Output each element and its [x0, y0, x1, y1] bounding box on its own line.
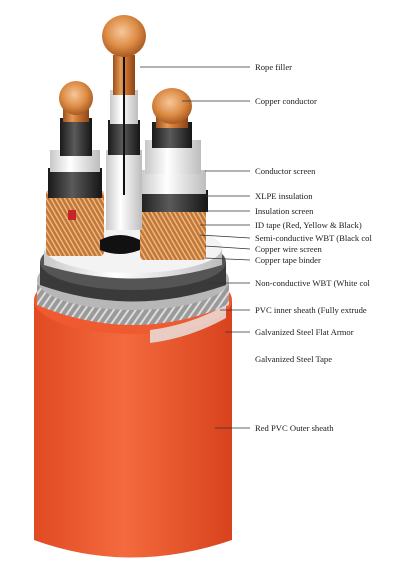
label-pvc-inner-sheath: PVC inner sheath (Fully extrude — [255, 305, 367, 315]
label-galvanized-steel-tape: Galvanized Steel Tape — [255, 354, 332, 364]
rope-filler — [100, 235, 140, 254]
label-rope-filler: Rope filler — [255, 62, 292, 72]
label-semiconductive-wbt: Semi-conductive WBT (Black col — [255, 233, 372, 243]
label-red-pvc-outer-sheath: Red PVC Outer sheath — [255, 423, 334, 433]
label-copper-wire-screen: Copper wire screen — [255, 244, 323, 254]
label-copper-tape-binder: Copper tape binder — [255, 255, 321, 265]
label-xlpe-insulation: XLPE insulation — [255, 191, 313, 201]
label-id-tape: ID tape (Red, Yellow & Black) — [255, 220, 362, 230]
label-conductor-screen: Conductor screen — [255, 166, 316, 176]
label-insulation-screen: Insulation screen — [255, 206, 314, 216]
core-left — [46, 81, 104, 256]
core-right — [138, 88, 208, 260]
label-galvanized-steel-flat-armor: Galvanized Steel Flat Armor — [255, 327, 354, 337]
label-copper-conductor: Copper conductor — [255, 96, 317, 106]
label-non-conductive-wbt: Non-conductive WBT (White col — [255, 278, 371, 288]
core-center — [102, 15, 146, 230]
